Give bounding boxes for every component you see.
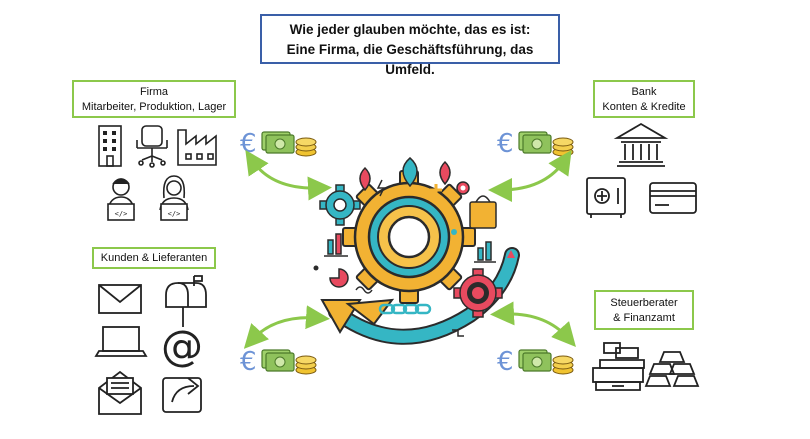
firma-sublabel: Mitarbeiter, Produktion, Lager (81, 101, 227, 113)
steuer-label: Steuerberater (610, 297, 678, 309)
arrow-kunden (243, 305, 330, 349)
title-box: Wie jeder glauben möchte, das es ist: Ei… (260, 14, 560, 77)
arrow-steuer (490, 301, 576, 347)
svg-text:@: @ (161, 321, 203, 370)
kunden-box: Kunden & Lieferanten (92, 247, 216, 269)
bank-building-icon (613, 122, 669, 167)
money-icon (239, 128, 317, 160)
arrow-firma (245, 150, 332, 201)
cash-register-icon (592, 342, 645, 391)
svg-text:</>: </> (168, 210, 181, 218)
developer-female-icon: </> (159, 175, 189, 221)
business-gears-illustration (313, 157, 520, 345)
office-chair-icon (136, 125, 168, 168)
credit-card-icon (649, 182, 697, 214)
safe-icon (586, 177, 626, 218)
kunden-label: Kunden & Lieferanten (100, 252, 208, 264)
bank-box: Bank Konten & Kredite (593, 80, 695, 118)
steuer-sublabel: & Finanzamt (613, 312, 675, 324)
at-sign-icon: @ (161, 321, 203, 370)
factory-icon (177, 129, 217, 166)
mailbox-icon (165, 275, 207, 327)
title-line-2: Eine Firma, die Geschäftsführung, das Um… (286, 42, 534, 77)
office-building-icon (98, 125, 122, 167)
bank-label: Bank (631, 86, 657, 98)
gold-bars-icon (644, 351, 700, 387)
firma-label: Firma (139, 86, 169, 98)
money-icon (496, 128, 574, 160)
firma-box: Firma Mitarbeiter, Produktion, Lager (72, 80, 236, 118)
envelope-icon (98, 284, 142, 314)
open-mail-icon (98, 370, 142, 415)
steuer-box: Steuerberater & Finanzamt (594, 290, 694, 330)
bank-sublabel: Konten & Kredite (602, 101, 686, 113)
money-icon (239, 346, 317, 378)
title-line-1: Wie jeder glauben möchte, das es ist: (289, 22, 531, 37)
svg-text:</>: </> (115, 210, 128, 218)
share-arrow-icon (162, 377, 202, 413)
developer-male-icon: </> (107, 178, 135, 221)
money-icon (496, 346, 574, 378)
laptop-icon (94, 326, 148, 357)
arrow-bank (488, 150, 572, 202)
